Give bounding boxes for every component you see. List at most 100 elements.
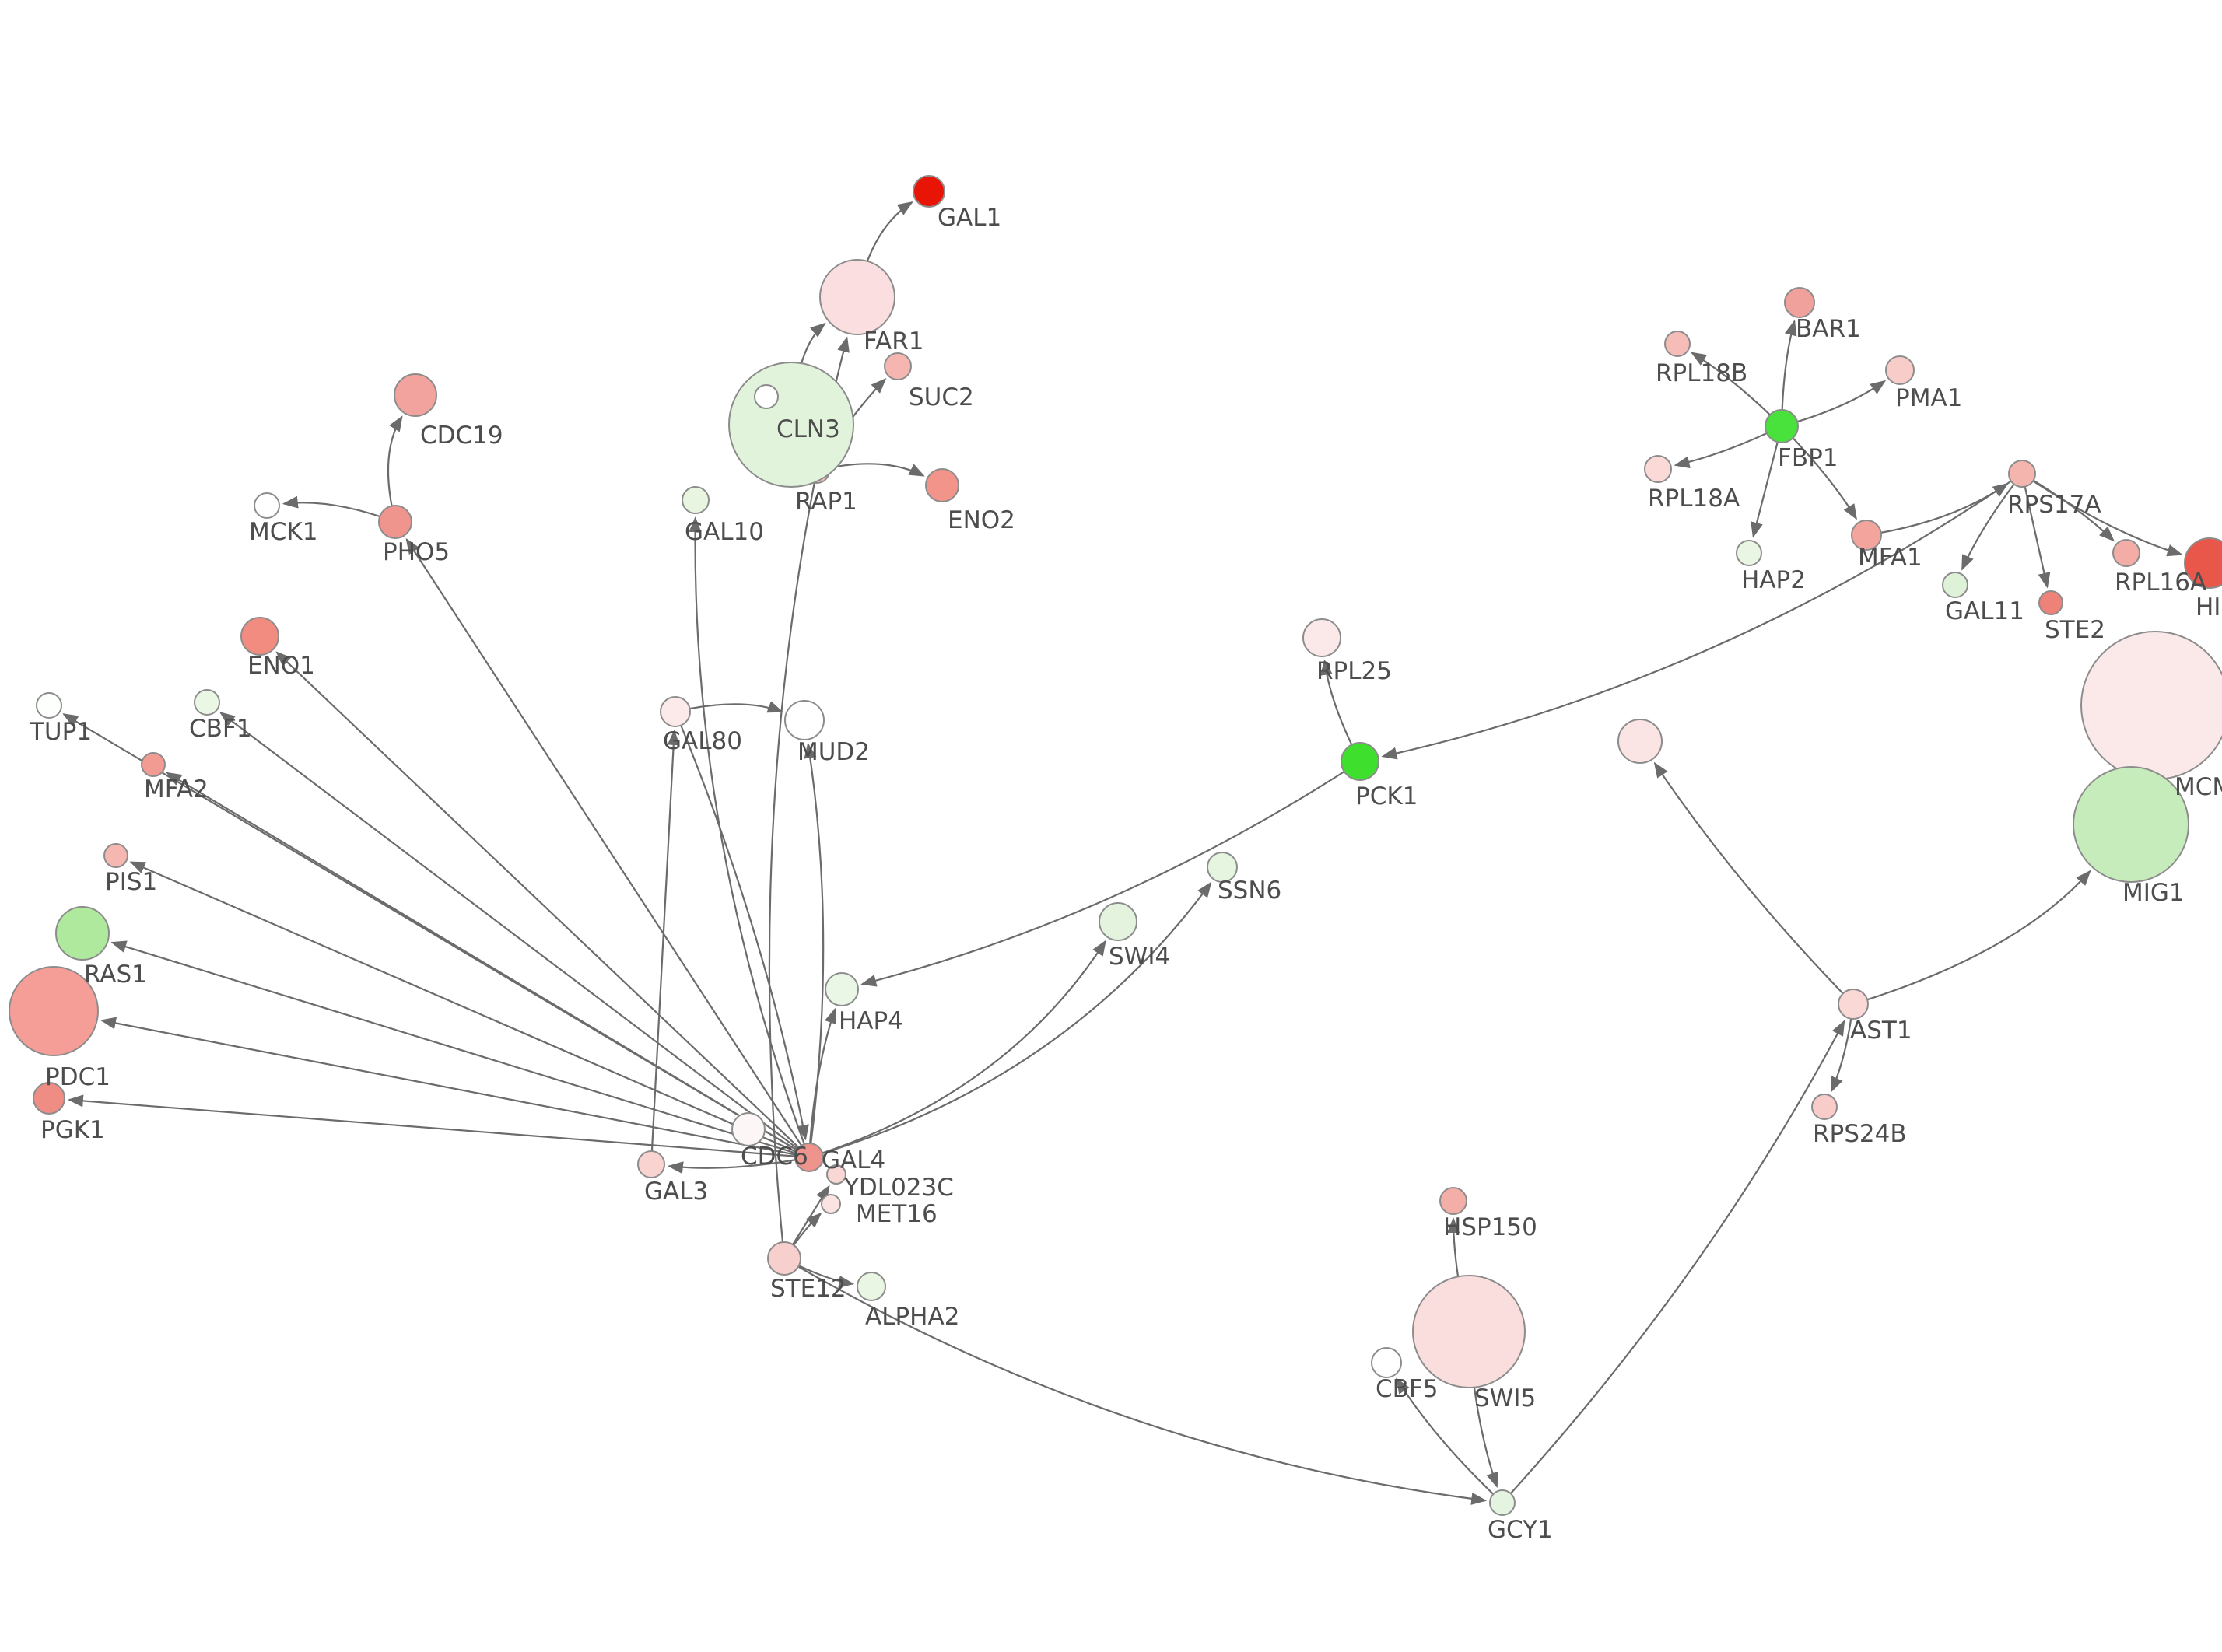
- node-label-gal1: GAL1: [938, 204, 1001, 232]
- node-rps24b[interactable]: [1811, 1094, 1838, 1120]
- edge-gal4-mfa2[interactable]: [166, 772, 810, 1158]
- node-rpl25[interactable]: [1302, 618, 1341, 657]
- edge-ast1-n2[interactable]: [1653, 761, 1854, 1005]
- node-cbf1[interactable]: [194, 689, 220, 716]
- edge-gcy1-cbf5[interactable]: [1396, 1377, 1503, 1503]
- node-eno2[interactable]: [925, 468, 959, 502]
- node-gal3[interactable]: [637, 1150, 665, 1178]
- node-pma1[interactable]: [1885, 355, 1915, 385]
- edge-gal4-pdc1[interactable]: [100, 1017, 810, 1159]
- node-label-pck1: PCK1: [1355, 782, 1418, 810]
- edge-gal4-pho5[interactable]: [405, 537, 810, 1158]
- node-gal10[interactable]: [682, 486, 710, 514]
- node-gal80[interactable]: [660, 696, 691, 727]
- nodes-layer: [9, 175, 2222, 1516]
- node-mig1[interactable]: [2073, 766, 2189, 883]
- edge-gal4-gal3[interactable]: [667, 1156, 810, 1174]
- node-label-rpl18a: RPL18A: [1648, 485, 1740, 513]
- edge-gal4-ssn6[interactable]: [808, 881, 1212, 1159]
- node-label-pis1: PIS1: [105, 868, 157, 896]
- node-label-pgk1: PGK1: [40, 1116, 105, 1144]
- edge-ste12-gcy1[interactable]: [783, 1258, 1488, 1505]
- node-ste12[interactable]: [767, 1241, 801, 1276]
- node-hap2[interactable]: [1736, 540, 1762, 566]
- edge-gal4-pgk1[interactable]: [67, 1094, 810, 1159]
- edge-fbp1-mfa1[interactable]: [1781, 425, 1857, 520]
- node-label-rpl18b: RPL18B: [1656, 359, 1747, 387]
- node-label-eno2: ENO2: [948, 506, 1015, 534]
- node-pgk1[interactable]: [33, 1082, 65, 1115]
- node-pis1[interactable]: [103, 843, 128, 868]
- node-mfa2[interactable]: [141, 752, 166, 777]
- edge-mfa1-rps17a[interactable]: [1866, 482, 2009, 537]
- edge-gal4-eno1[interactable]: [275, 651, 810, 1158]
- node-n1[interactable]: [754, 384, 779, 409]
- edge-rps17a-his4[interactable]: [2021, 473, 2183, 557]
- node-ssn6[interactable]: [1207, 852, 1238, 883]
- node-hsp150[interactable]: [1439, 1187, 1467, 1215]
- edge-rps17a-pck1[interactable]: [1381, 473, 2023, 760]
- node-far1[interactable]: [819, 259, 895, 335]
- node-label-hsp150: HSP150: [1443, 1213, 1537, 1241]
- node-mud2[interactable]: [784, 700, 825, 740]
- edge-gal4-gal10[interactable]: [689, 516, 811, 1158]
- node-ras1[interactable]: [55, 906, 110, 961]
- node-label-rps17a: RPS17A: [2007, 491, 2101, 519]
- node-mck1[interactable]: [254, 492, 280, 519]
- node-label-rps24b: RPS24B: [1813, 1120, 1907, 1148]
- edge-gal4-cbf1[interactable]: [219, 712, 810, 1158]
- edge-gal3-gal80[interactable]: [650, 730, 680, 1165]
- node-hap4[interactable]: [825, 972, 859, 1006]
- node-n2[interactable]: [1617, 719, 1663, 764]
- node-ydl023c[interactable]: [826, 1164, 846, 1185]
- node-label-gal10: GAL10: [685, 518, 764, 546]
- node-swi4[interactable]: [1099, 902, 1137, 941]
- edge-gal4-ras1[interactable]: [110, 940, 810, 1159]
- node-rpl18b[interactable]: [1664, 331, 1691, 357]
- node-pck1[interactable]: [1341, 742, 1379, 781]
- node-gal11[interactable]: [1942, 572, 1968, 598]
- node-suc2[interactable]: [884, 352, 912, 380]
- node-mfa1[interactable]: [1851, 520, 1882, 551]
- node-his4[interactable]: [2184, 537, 2222, 589]
- edge-ast1-mig1[interactable]: [1852, 870, 2091, 1006]
- edge-gal80-mud2[interactable]: [675, 701, 783, 713]
- edge-gal80-gal4[interactable]: [674, 711, 809, 1141]
- node-rpl18a[interactable]: [1644, 455, 1672, 483]
- node-cdc6[interactable]: [731, 1112, 766, 1146]
- node-label-hap4: HAP4: [839, 1007, 903, 1035]
- edge-gal4-swi4[interactable]: [808, 940, 1106, 1159]
- node-met16[interactable]: [821, 1194, 841, 1214]
- node-rpl16a[interactable]: [2112, 539, 2140, 567]
- node-bar1[interactable]: [1784, 287, 1815, 318]
- node-fbp1[interactable]: [1765, 409, 1799, 443]
- node-label-cdc6: CDC6: [741, 1143, 808, 1171]
- node-label-suc2: SUC2: [909, 383, 974, 411]
- node-cdc19[interactable]: [394, 373, 437, 417]
- edge-pck1-hap4[interactable]: [860, 761, 1361, 987]
- node-tup1[interactable]: [36, 692, 62, 719]
- edge-gcy1-ast1[interactable]: [1502, 1020, 1845, 1503]
- node-eno1[interactable]: [240, 617, 279, 656]
- node-rps17a[interactable]: [2008, 460, 2036, 488]
- node-label-cdc19: CDC19: [420, 422, 503, 450]
- node-ste2[interactable]: [2038, 590, 2063, 615]
- node-label-eno1: ENO1: [247, 652, 315, 680]
- node-mcm1[interactable]: [2080, 631, 2222, 780]
- node-gal4[interactable]: [794, 1143, 824, 1172]
- node-swi5[interactable]: [1412, 1275, 1526, 1388]
- node-gal1[interactable]: [913, 175, 945, 208]
- edge-rps17a-ste2[interactable]: [2020, 473, 2051, 589]
- edge-gal4-pis1[interactable]: [129, 861, 810, 1159]
- edge-gal4-mud2[interactable]: [804, 742, 825, 1158]
- node-pho5[interactable]: [378, 505, 412, 539]
- node-ast1[interactable]: [1838, 989, 1869, 1020]
- node-cbf5[interactable]: [1371, 1347, 1402, 1378]
- node-pdc1[interactable]: [9, 966, 99, 1056]
- edge-rps17a-gal11[interactable]: [1961, 473, 2023, 571]
- node-alpha2[interactable]: [857, 1272, 886, 1301]
- edge-gal4-hap4[interactable]: [808, 1007, 837, 1158]
- node-gcy1[interactable]: [1489, 1489, 1516, 1516]
